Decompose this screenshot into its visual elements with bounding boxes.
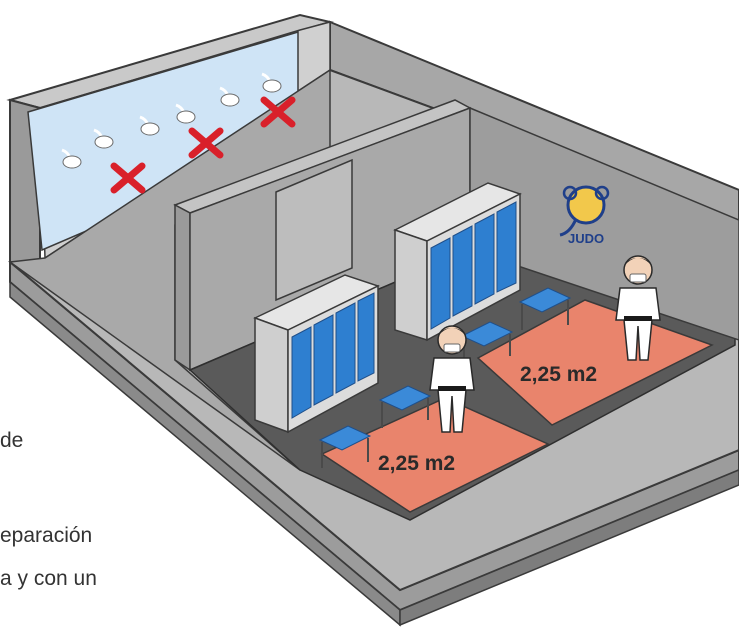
shower-head-icon bbox=[61, 148, 82, 169]
side-text-line-1: de bbox=[0, 429, 24, 452]
bench bbox=[318, 425, 372, 468]
red-x-icon bbox=[188, 127, 224, 159]
shower-heads bbox=[61, 72, 282, 169]
forbidden-marks bbox=[110, 96, 296, 194]
logo-text: JUDO bbox=[568, 231, 604, 246]
locker-door bbox=[452, 225, 473, 317]
locker-door bbox=[313, 314, 334, 406]
shower-head-icon bbox=[261, 72, 282, 93]
area-label-right: 2,25 m2 bbox=[520, 363, 597, 386]
judo-logo: JUDO bbox=[559, 185, 610, 246]
bench bbox=[518, 287, 572, 330]
red-x-icon bbox=[110, 162, 146, 194]
shower-head-icon bbox=[219, 86, 240, 107]
area-label-left: 2,25 m2 bbox=[378, 452, 455, 475]
locker-door bbox=[474, 213, 495, 305]
bench bbox=[378, 385, 432, 428]
shower-head-icon bbox=[139, 115, 160, 136]
mat-right bbox=[476, 299, 714, 426]
side-text-line-2: eparación bbox=[0, 524, 93, 547]
door bbox=[275, 158, 353, 302]
shower-head-icon bbox=[93, 128, 114, 149]
lockers-front bbox=[253, 274, 380, 434]
divider-wall bbox=[173, 99, 472, 372]
shower-head-icon bbox=[175, 103, 196, 124]
red-x-icon bbox=[260, 96, 296, 128]
locker-door bbox=[357, 292, 375, 382]
judoka-left bbox=[429, 325, 475, 433]
locker-door bbox=[430, 237, 451, 330]
locker-door bbox=[291, 326, 312, 419]
judoka-right bbox=[615, 255, 661, 361]
side-text-line-3: a y con un bbox=[0, 567, 97, 590]
locker-door bbox=[335, 302, 356, 394]
locker-door bbox=[496, 201, 517, 293]
mat-left bbox=[320, 397, 550, 513]
lockers-back bbox=[393, 182, 522, 342]
benches bbox=[318, 287, 572, 468]
